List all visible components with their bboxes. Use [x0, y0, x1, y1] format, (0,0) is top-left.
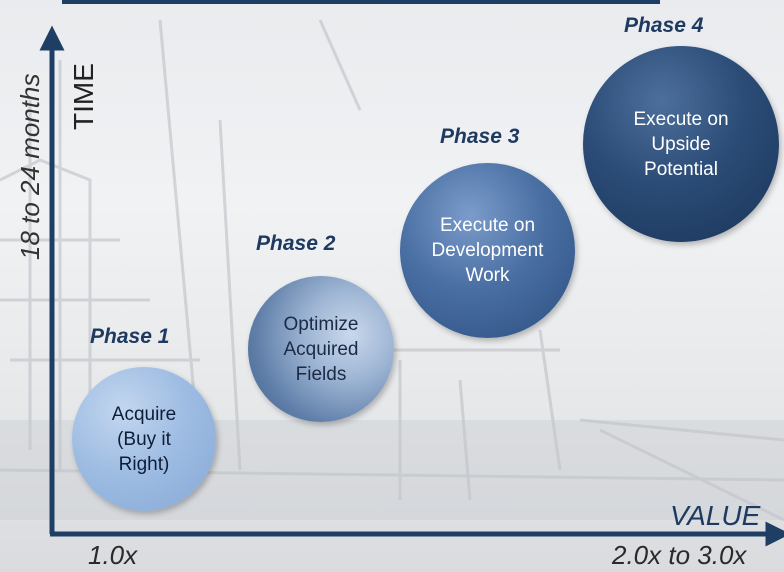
- phase-4-circle: Execute on Upside Potential: [583, 46, 779, 242]
- phase-3-text: Execute on Development Work: [431, 215, 544, 286]
- phase-2-text: Optimize Acquired Fields: [283, 313, 359, 385]
- phase-1-circle: Acquire (Buy it Right): [72, 367, 216, 511]
- phase-2-circle: Optimize Acquired Fields: [248, 276, 394, 422]
- phase-4-label: Phase 4: [624, 14, 704, 37]
- phase-2-label: Phase 2: [256, 232, 336, 255]
- phase-1-text: Acquire (Buy it Right): [111, 403, 177, 475]
- phase-3-circle: Execute on Development Work: [400, 163, 575, 338]
- x-axis-label: VALUE: [670, 500, 761, 531]
- x-axis-min-label: 1.0x: [88, 540, 138, 570]
- phase-4-text: Execute on Upside Potential: [633, 108, 729, 180]
- x-axis-max-label: 2.0x to 3.0x: [612, 540, 747, 570]
- y-axis-label: TIME: [68, 63, 99, 130]
- phase-3-label: Phase 3: [440, 125, 520, 148]
- y-axis-range-label: 18 to 24 months: [15, 73, 45, 260]
- top-accent-bar: [0, 0, 784, 6]
- phase-1-label: Phase 1: [90, 325, 170, 348]
